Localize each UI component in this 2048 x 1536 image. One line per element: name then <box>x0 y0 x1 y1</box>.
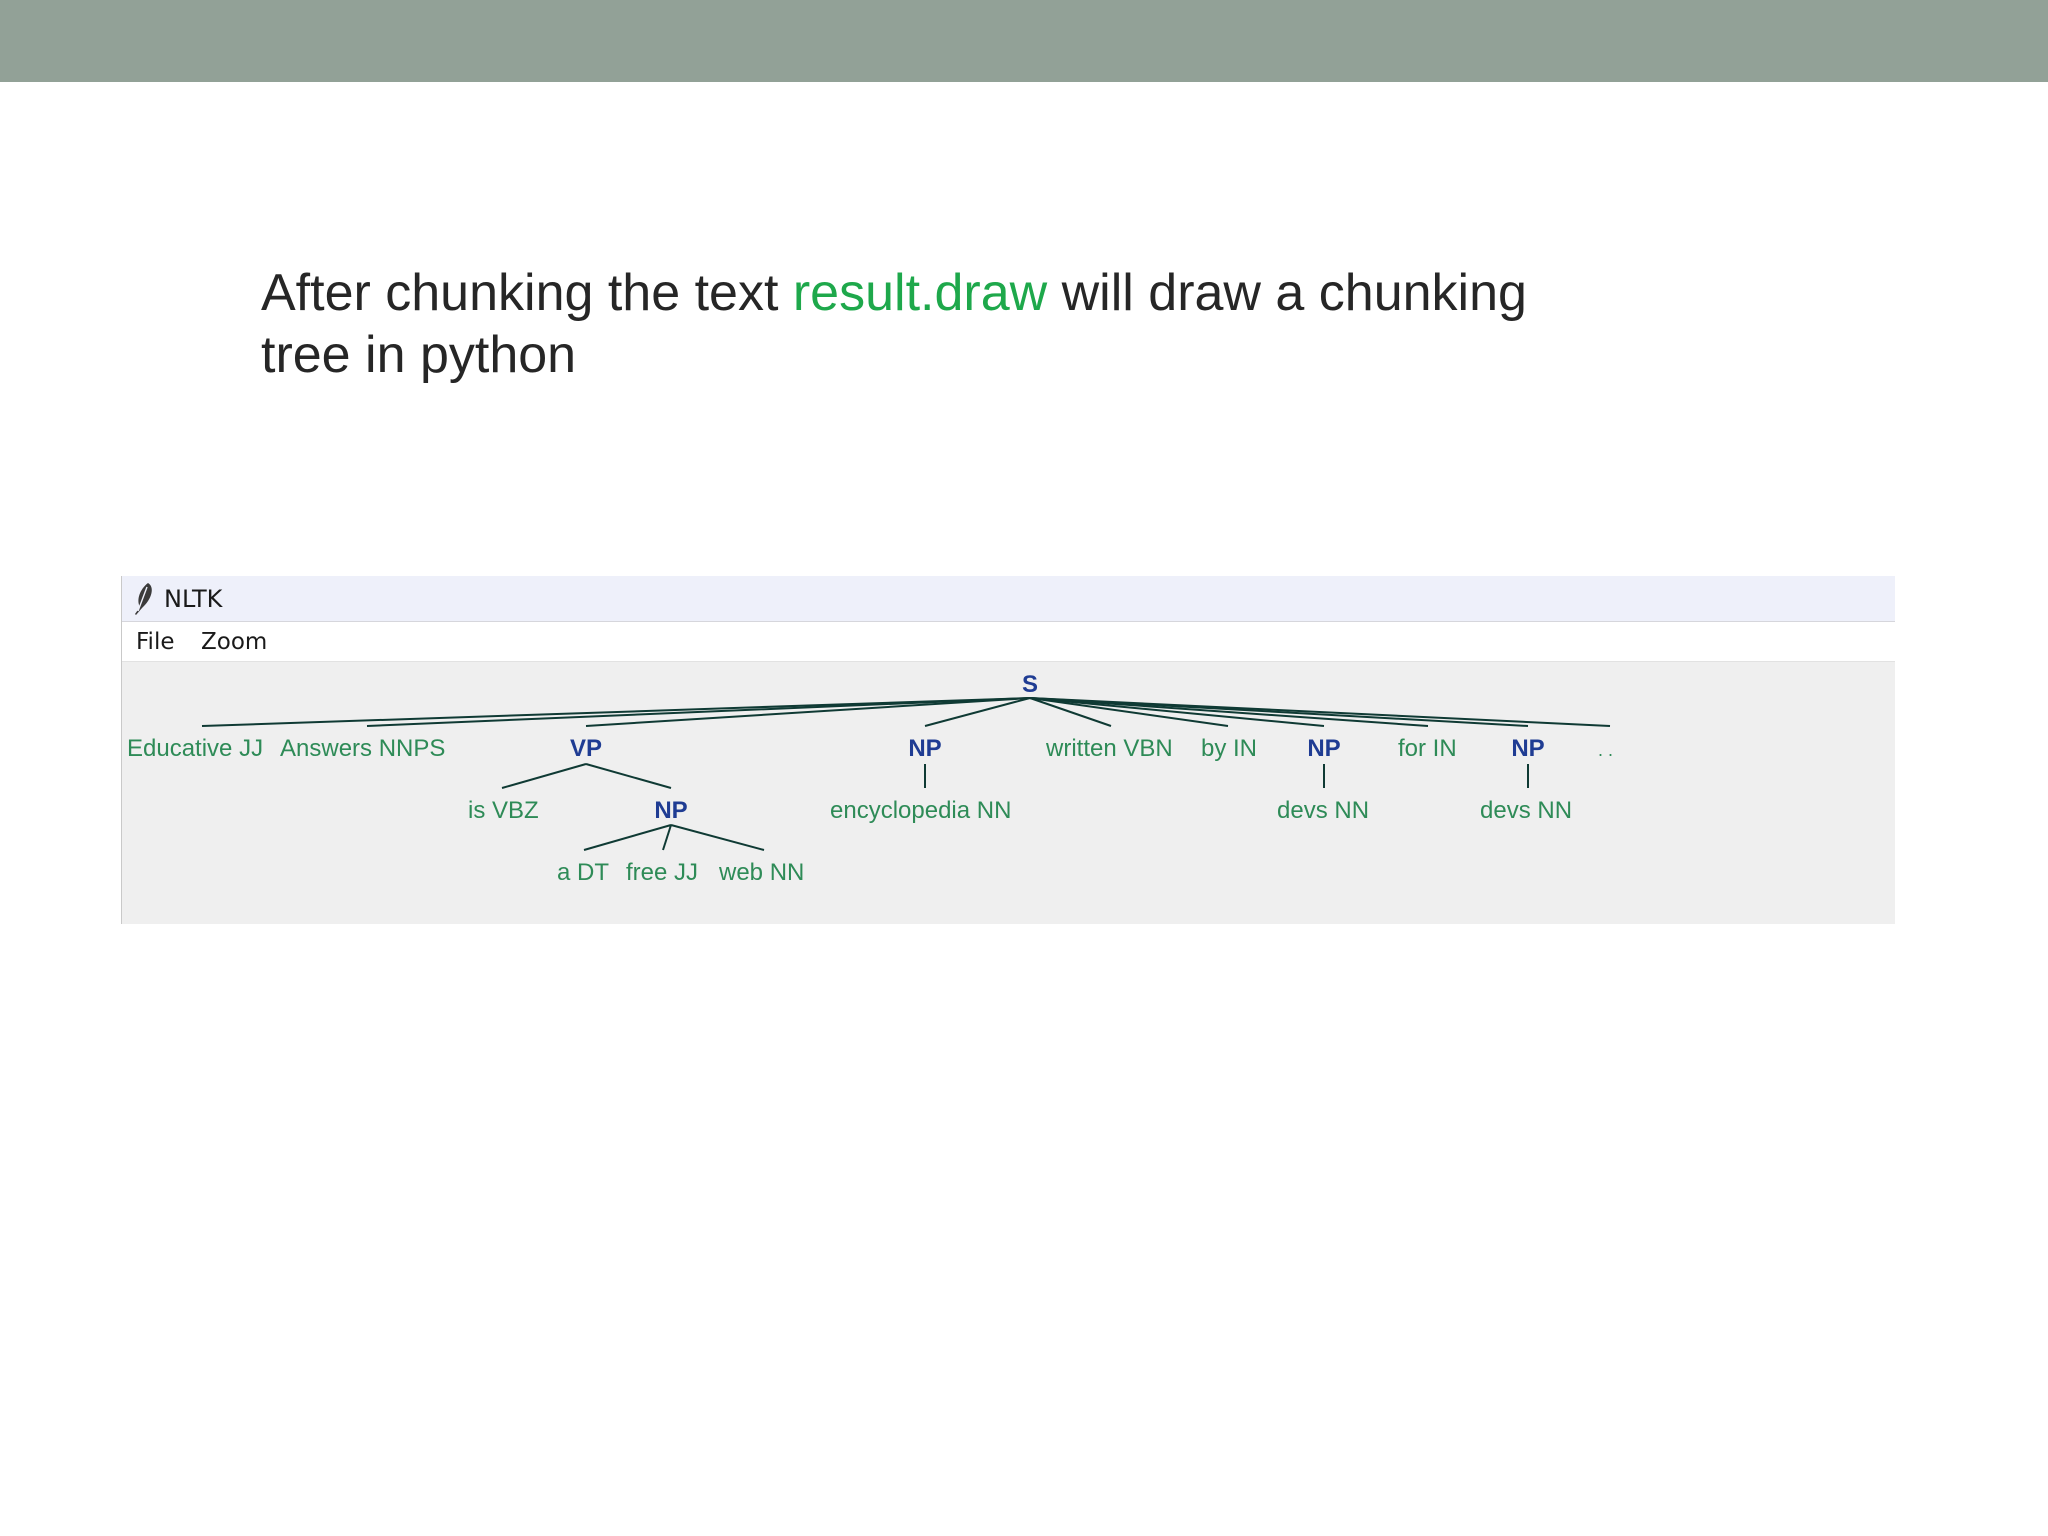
tree-node-vp-np[interactable]: NP <box>654 797 687 824</box>
tree-node-np-3[interactable]: NP <box>1511 735 1544 762</box>
slide-body-text: After chunking the text result.draw will… <box>261 262 1661 386</box>
window-titlebar[interactable]: NLTK <box>122 576 1895 622</box>
tree-leaf-answers[interactable]: Answers NNPS <box>280 735 445 762</box>
tree-leaf-devs-1[interactable]: devs NN <box>1277 797 1369 824</box>
tree-edges <box>201 697 1611 851</box>
nltk-window: NLTK File Zoom S E <box>121 576 1895 924</box>
tree-node-vp[interactable]: VP <box>570 735 602 762</box>
tree-leaf-encyclopedia[interactable]: encyclopedia NN <box>830 797 1011 824</box>
tree-leaf-written[interactable]: written VBN <box>1045 735 1173 762</box>
edge-vp-np <box>585 763 672 789</box>
tree-leaf-for[interactable]: for IN <box>1398 735 1457 762</box>
tree-leaf-a[interactable]: a DT <box>557 859 609 886</box>
tree-node-np-2[interactable]: NP <box>1307 735 1340 762</box>
edge-s-by <box>1029 697 1229 727</box>
tree-leaf-educative[interactable]: Educative JJ <box>127 735 263 762</box>
menu-zoom[interactable]: Zoom <box>201 629 268 655</box>
tree-leaf-web[interactable]: web NN <box>718 859 804 886</box>
tree-node-np-1[interactable]: NP <box>908 735 941 762</box>
edge-vp-is <box>501 763 587 789</box>
code-highlight: result.draw <box>792 264 1048 322</box>
edge-s-written <box>1029 697 1112 727</box>
window-title: NLTK <box>164 585 223 613</box>
edge-s-np1 <box>924 697 1031 727</box>
slide-text-line-1: After chunking the text result.draw will… <box>261 262 1661 324</box>
header-band <box>0 0 2048 82</box>
tree-leaf-by[interactable]: by IN <box>1201 735 1257 762</box>
edge-s-period <box>1029 697 1611 727</box>
slide-text-line-2: tree in python <box>261 326 577 384</box>
slide-text-before: After chunking the text <box>261 264 793 322</box>
chunk-tree-canvas[interactable]: S Educative JJ Answers NNPS VP NP writte… <box>122 662 1896 924</box>
edge-s-vp <box>585 697 1031 727</box>
tree-leaf-is[interactable]: is VBZ <box>468 797 539 824</box>
tree-leaf-free[interactable]: free JJ <box>626 859 698 886</box>
edge-s-educative <box>201 697 1031 727</box>
edge-np-web <box>670 824 765 851</box>
edge-s-answers <box>366 697 1031 727</box>
tree-leaf-devs-2[interactable]: devs NN <box>1480 797 1572 824</box>
menu-file[interactable]: File <box>136 629 175 655</box>
menu-bar: File Zoom <box>122 622 1895 662</box>
edge-s-np2 <box>1029 697 1325 727</box>
feather-icon <box>135 583 152 615</box>
tree-node-s[interactable]: S <box>1022 671 1038 698</box>
edge-np-free <box>662 824 672 851</box>
slide-text-after: will draw a chunking <box>1047 264 1527 322</box>
tree-leaf-period[interactable]: . . <box>1598 740 1613 760</box>
edge-np-a <box>583 824 672 851</box>
